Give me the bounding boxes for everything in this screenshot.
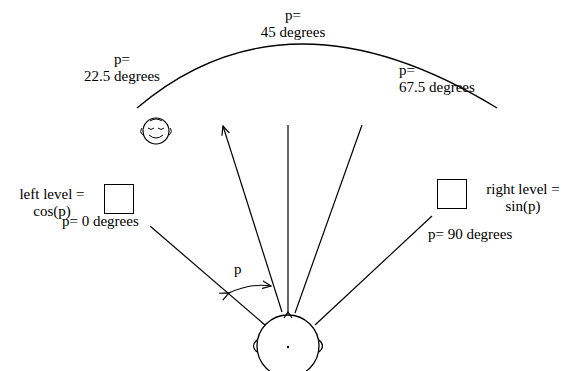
speaker-box [437, 179, 467, 209]
angle-arc [229, 285, 271, 293]
angle-symbol: p [234, 261, 242, 278]
text-line: p= [261, 7, 326, 24]
left-speaker: left level = cos(p) [4, 182, 134, 220]
face-smile [149, 135, 163, 138]
face-ear [141, 128, 143, 135]
text-line: sin(p) [486, 198, 559, 215]
text-line: 22.5 degrees [84, 68, 160, 85]
right-mid-line [295, 125, 362, 313]
text-line: p= [84, 51, 160, 68]
text-line: left level = [19, 186, 84, 203]
right-line [315, 216, 432, 325]
angle-label: p= 22.5 degrees [84, 51, 160, 85]
face-eye [148, 128, 154, 130]
angle-label: p= 0 degrees [62, 213, 139, 230]
face-eye [158, 128, 164, 130]
listener-head [254, 312, 323, 371]
speaker-level: left level = cos(p) [19, 186, 84, 220]
face-hair [150, 119, 162, 121]
speaker-level: right level = sin(p) [486, 181, 559, 215]
text-line: p= [399, 62, 475, 79]
text-line: cos(p) [19, 203, 84, 220]
right-ear [319, 340, 323, 352]
angle-label: p= 67.5 degrees [399, 62, 475, 96]
text-line: 45 degrees [261, 24, 326, 41]
left-line [150, 226, 265, 325]
face-ear [169, 128, 171, 135]
hair-tuft [284, 312, 292, 318]
face-outline [143, 118, 169, 144]
center-line [287, 125, 288, 314]
left-ear [254, 340, 258, 352]
sound-source-face [141, 118, 172, 144]
text-line: right level = [486, 181, 559, 198]
angle-label: p= 90 degrees [428, 226, 512, 243]
head-dot [287, 346, 289, 348]
text-line: 67.5 degrees [399, 79, 475, 96]
right-speaker: right level = sin(p) [437, 177, 560, 215]
head-outline [257, 315, 319, 371]
speaker-box [104, 184, 134, 214]
source-arrow [223, 126, 282, 312]
pan-arc [137, 44, 497, 108]
angle-label: p= 45 degrees [261, 7, 326, 41]
